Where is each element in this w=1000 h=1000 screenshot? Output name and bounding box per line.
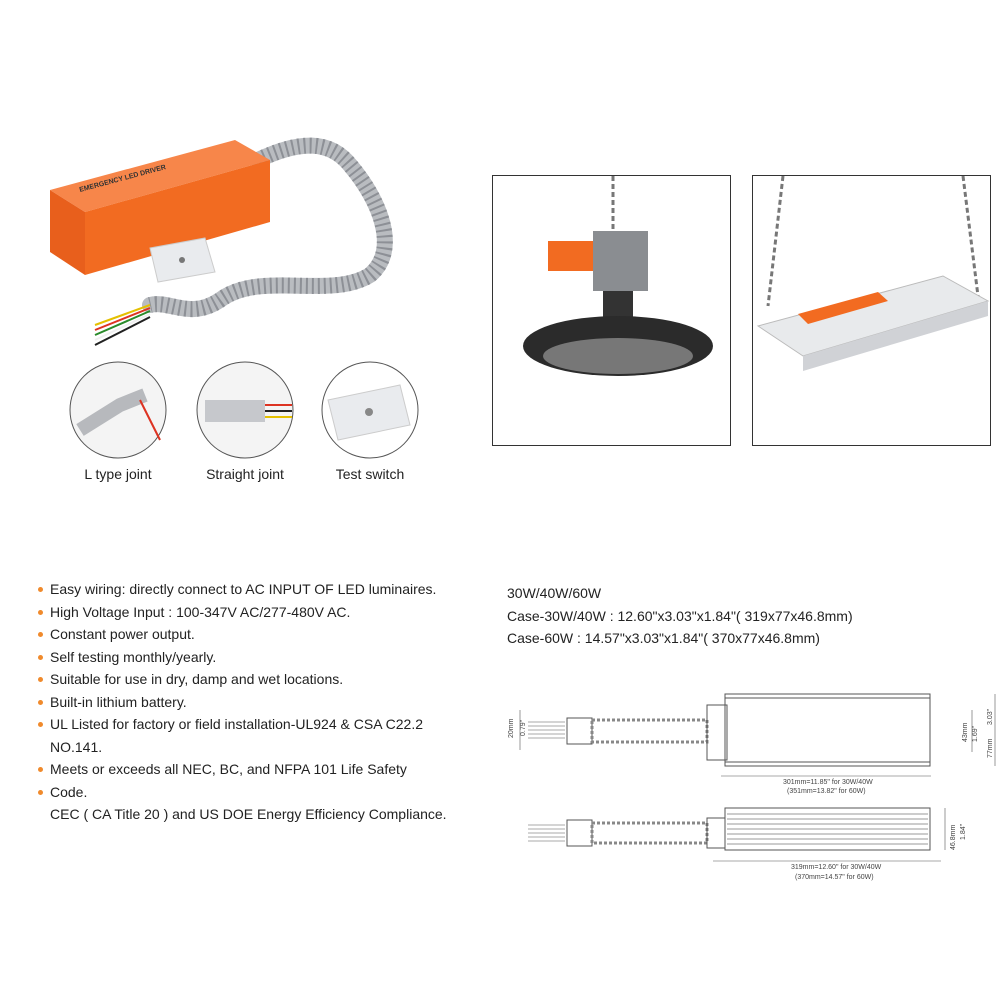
feature-item: Constant power output. [36,623,447,646]
feature-item-continued: CEC ( CA Title 20 ) and US DOE Energy Ef… [50,806,447,822]
svg-text:3.03": 3.03" [987,708,994,725]
side-view: 319mm=12.60" for 30W/40W (370mm=14.57" f… [528,807,967,881]
linear-highbay-install-photo [752,175,991,446]
feature-item: High Voltage Input : 100-347V AC/277-480… [36,601,447,624]
feature-item: Code. [36,781,447,804]
svg-text:46.8mm: 46.8mm [950,825,957,850]
svg-text:77mm: 77mm [987,738,994,758]
dimension-drawing: 20mm 0.79" 301mm=11.85" for 30W/40W (351… [508,693,996,881]
feature-item: UL Listed for factory or field installat… [36,713,447,736]
feature-item: Suitable for use in dry, damp and wet lo… [36,668,447,691]
spec-block: 30W/40W/60W Case-30W/40W : 12.60"x3.03"x… [507,582,853,650]
top-view: 20mm 0.79" 301mm=11.85" for 30W/40W (351… [508,693,996,795]
joint-label: L type joint [84,466,152,482]
svg-text:1.69": 1.69" [972,725,979,742]
svg-text:0.79": 0.79" [520,719,527,736]
feature-item: Self testing monthly/yearly. [36,646,447,669]
svg-text:(351mm=13.82" for 60W): (351mm=13.82" for 60W) [787,788,866,795]
wires [94,304,151,346]
case-size-30-40w: Case-30W/40W : 12.60"x3.03"x1.84"( 319x7… [507,607,853,624]
svg-text:(370mm=14.57" for 60W): (370mm=14.57" for 60W) [795,874,874,881]
product-illustration: EMERGENCY LED DRIVER [50,137,419,459]
test-switch-image [321,361,419,459]
svg-text:20mm: 20mm [508,718,515,738]
straight-joint-image [196,361,294,459]
joint-label: Test switch [335,466,405,482]
highbay-install-photo [492,175,731,446]
l-type-joint-image [69,361,167,459]
feature-item: Easy wiring: directly connect to AC INPU… [36,578,447,601]
feature-item: Built-in lithium battery. [36,691,447,714]
feature-list: Easy wiring: directly connect to AC INPU… [36,578,447,826]
case-size-60w: Case-60W : 14.57"x3.03"x1.84"( 370x77x46… [507,630,820,646]
svg-text:43mm: 43mm [962,722,969,742]
feature-item-continued: NO.141. [50,738,103,755]
feature-item: Meets or exceeds all NEC, BC, and NFPA 1… [36,758,447,781]
joint-label: Straight joint [206,466,284,482]
wattage-options: 30W/40W/60W [507,585,602,601]
svg-text:319mm=12.60" for 30W/40W: 319mm=12.60" for 30W/40W [791,864,882,871]
svg-text:1.84": 1.84" [960,823,967,840]
svg-text:301mm=11.85" for 30W/40W: 301mm=11.85" for 30W/40W [783,779,873,786]
